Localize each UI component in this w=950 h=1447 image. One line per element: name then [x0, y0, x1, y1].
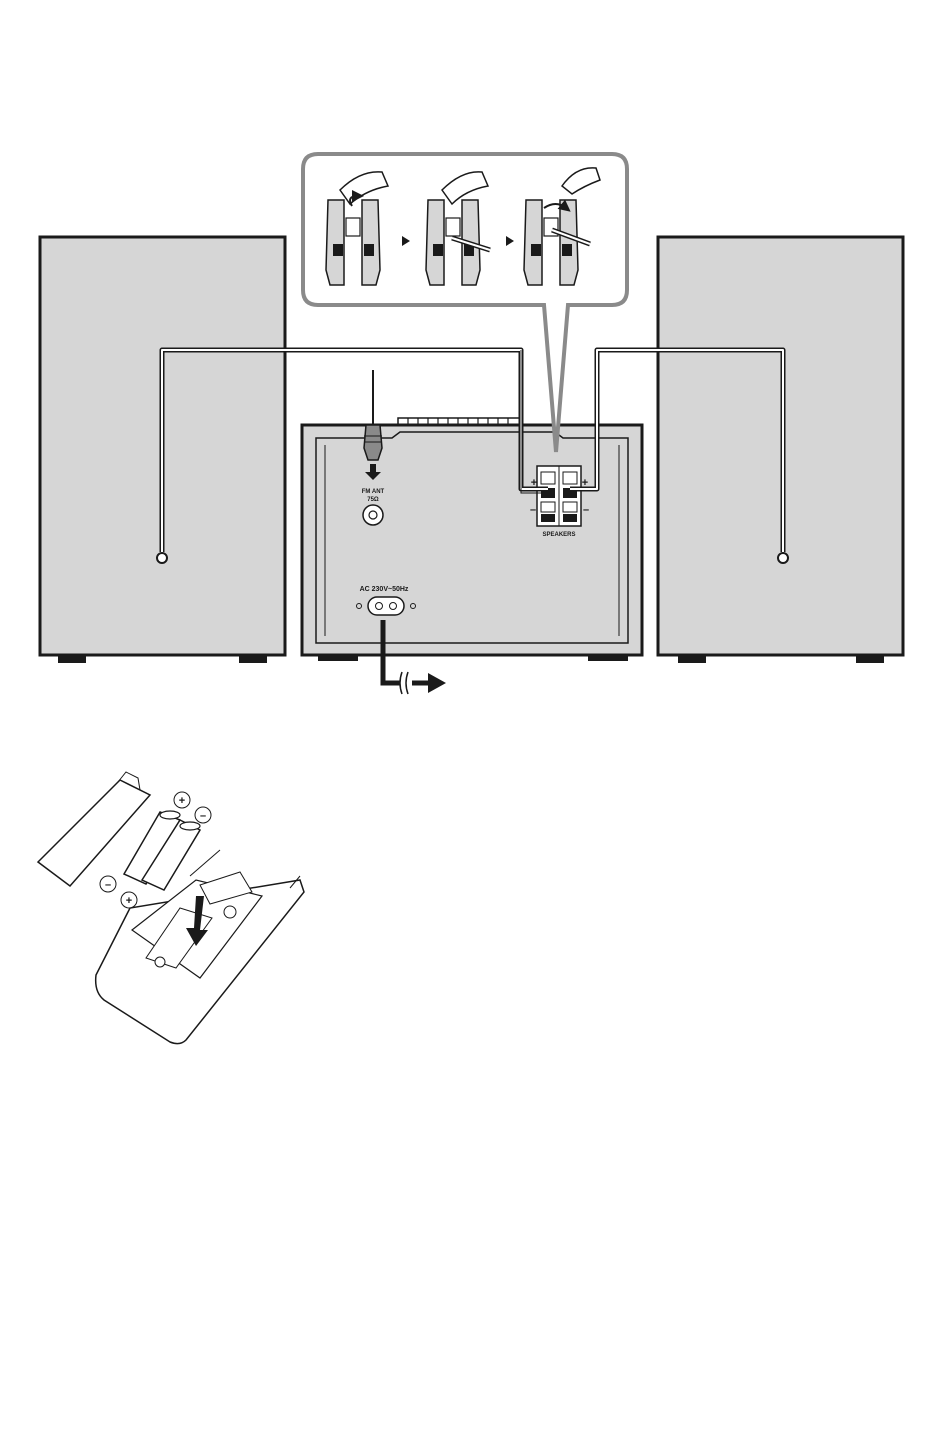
right-minus-label: –: [583, 504, 589, 516]
right-speaker-cable-entry: [778, 553, 788, 563]
to-outlet-arrow-icon: [428, 673, 446, 693]
fm-ant-jack: [363, 505, 383, 525]
speakers-label: SPEAKERS: [542, 532, 575, 538]
polarity-plus-bottom-label: +: [126, 895, 132, 907]
remote-battery-illustration: + – – +: [38, 772, 304, 1044]
left-speaker-cable-entry: [157, 553, 167, 563]
polarity-minus-top-label: –: [200, 810, 206, 822]
polarity-minus-bottom-label: –: [105, 879, 111, 891]
main-unit-rear: [302, 418, 642, 661]
ac-input-label: AC 230V~50Hz: [360, 586, 409, 593]
polarity-plus-top-label: +: [179, 795, 185, 807]
fm-ant-impedance: 75Ω: [367, 497, 379, 503]
left-minus-label: –: [530, 504, 536, 516]
fm-ant-label: FM ANT: [362, 489, 385, 495]
